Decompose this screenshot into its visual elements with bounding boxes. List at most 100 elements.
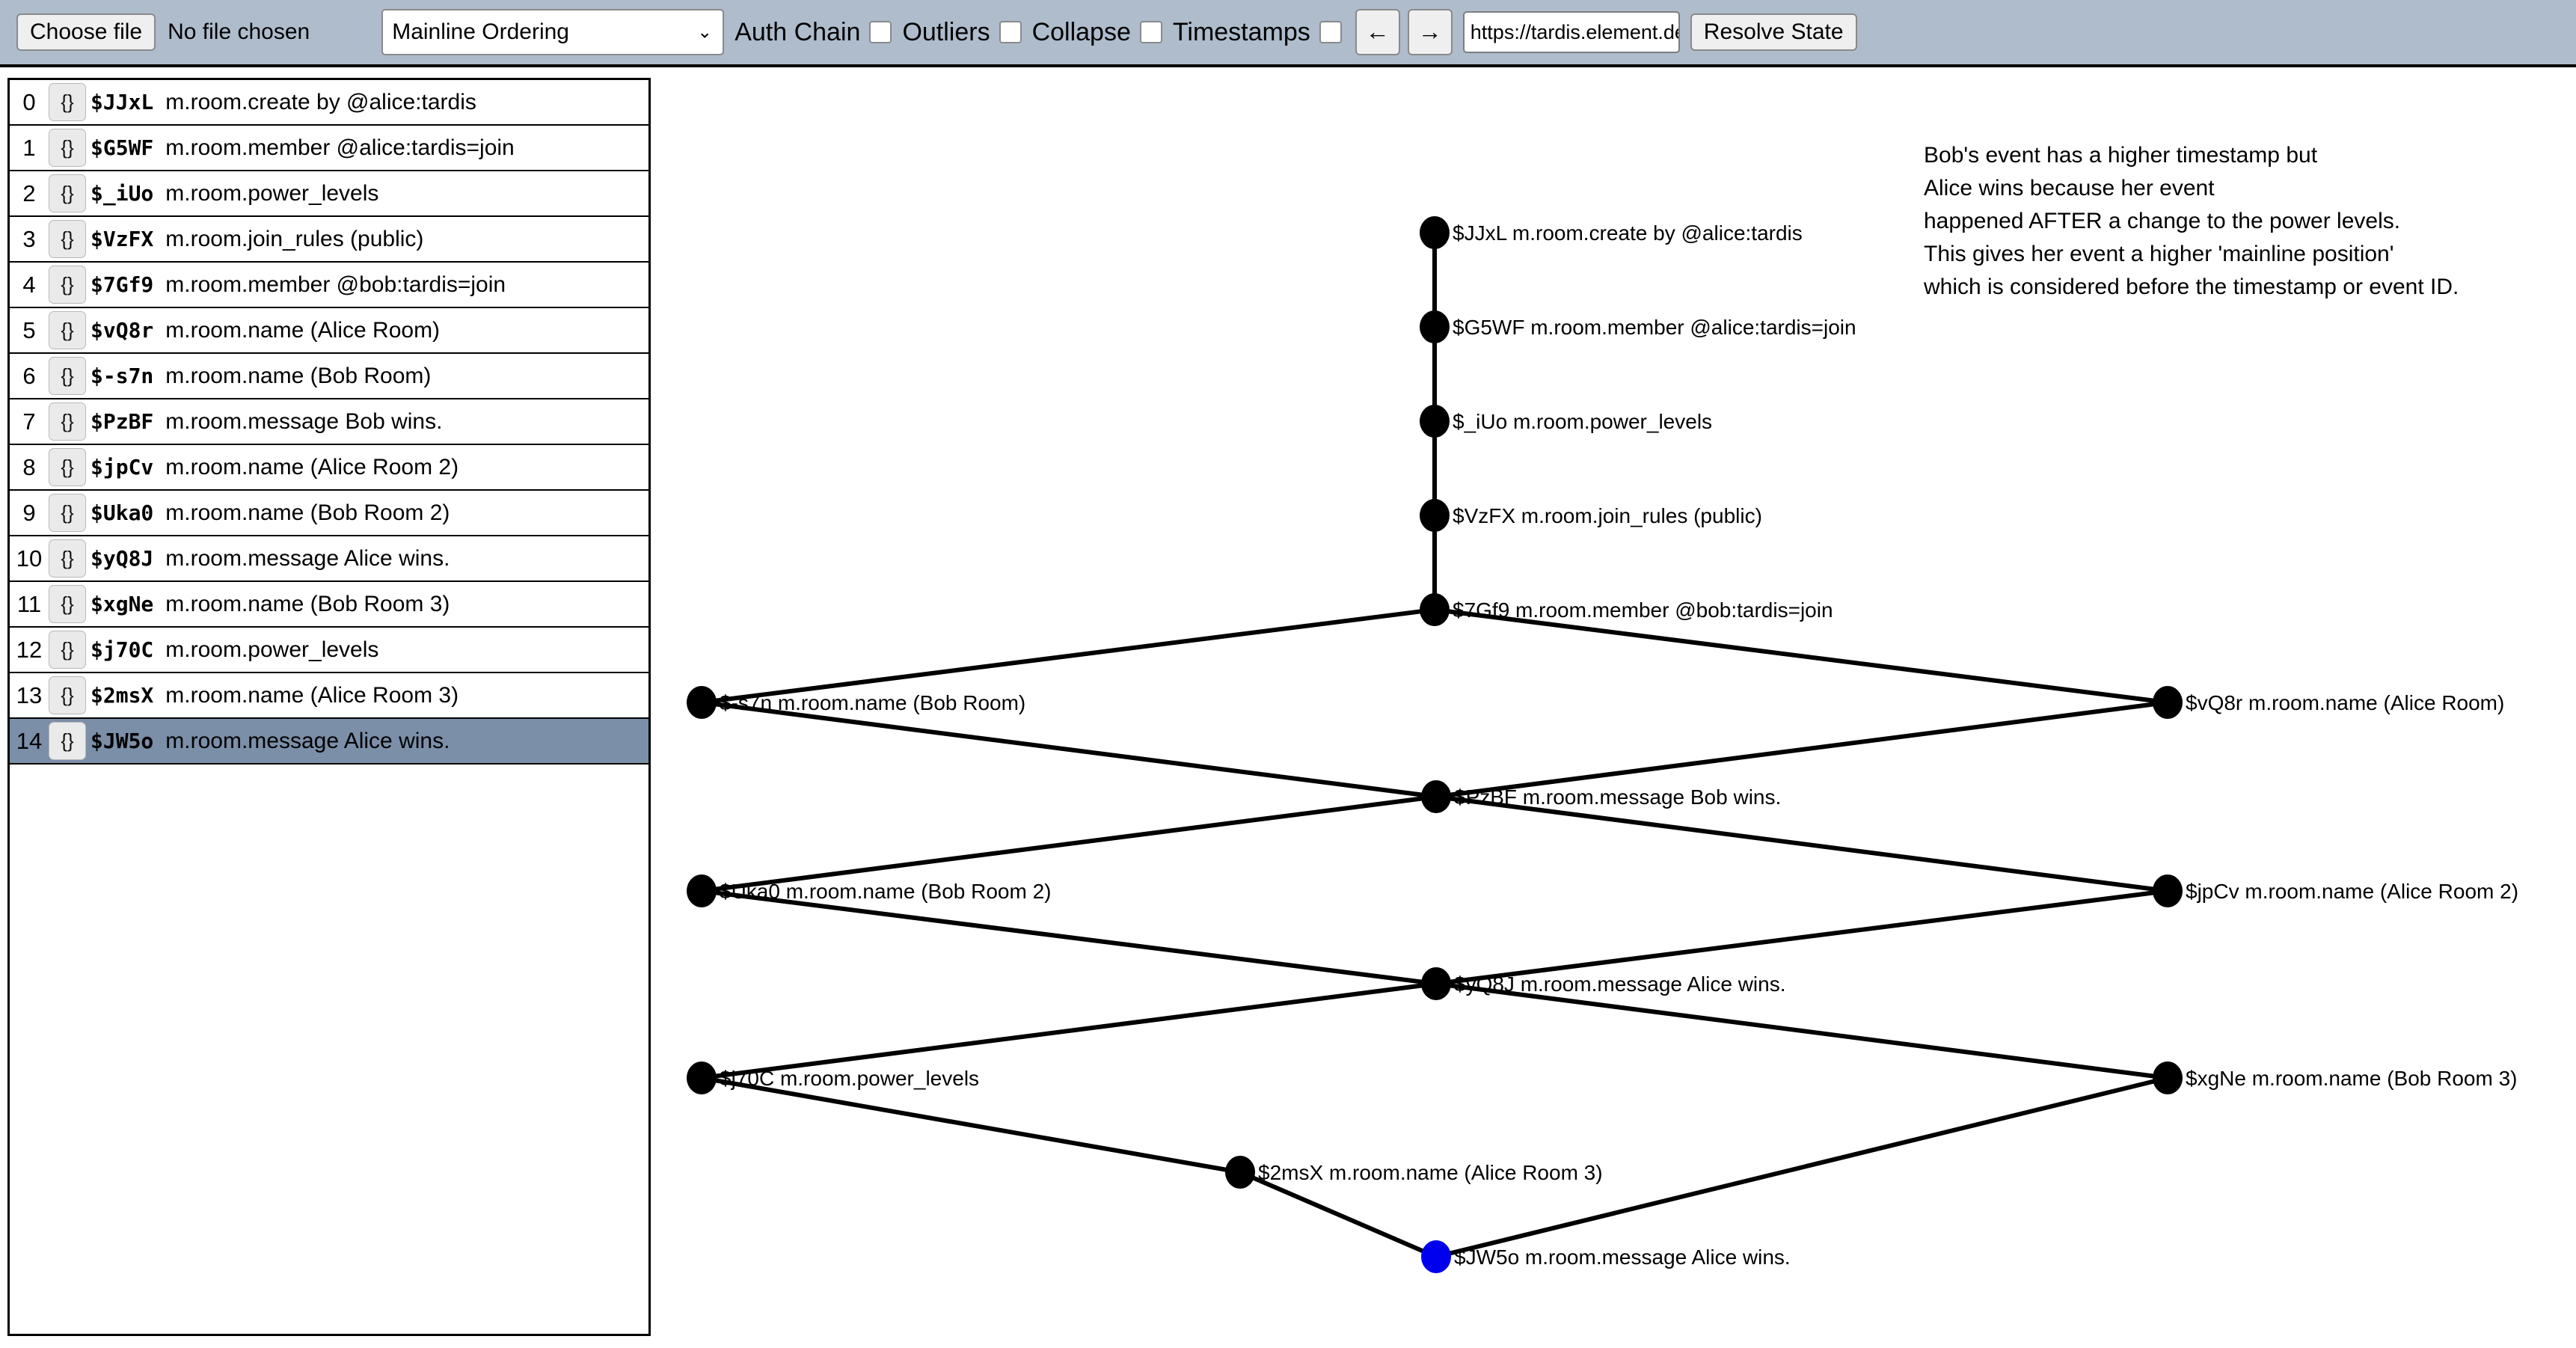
collapse-checkbox[interactable] (1139, 21, 1162, 43)
json-badge-icon[interactable]: {} (49, 83, 86, 121)
dag-node-label: $Uka0 m.room.name (Bob Room 2) (720, 880, 1052, 903)
dag-node[interactable] (1420, 216, 1450, 249)
dag-node[interactable] (1420, 499, 1450, 532)
json-badge-icon[interactable]: {} (49, 448, 86, 486)
dag-node-label: $yQ8J m.room.message Alice wins. (1454, 972, 1786, 996)
dag-edge (1435, 889, 2168, 986)
row-event-desc: m.room.power_levels (165, 637, 379, 662)
url-input[interactable]: https://tardis.element.dev (1462, 11, 1680, 53)
dag-edge (701, 1076, 1241, 1174)
json-badge-icon[interactable]: {} (49, 220, 86, 258)
row-event-desc: m.room.power_levels (165, 180, 379, 206)
row-index: 2 (22, 180, 36, 206)
row-event-id: $Uka0 (91, 500, 154, 525)
dag-node-label: $G5WF m.room.member @alice:tardis=join (1453, 316, 1856, 339)
row-index: 9 (22, 499, 36, 526)
outliers-checkbox[interactable] (999, 21, 1022, 43)
json-badge-icon[interactable]: {} (49, 311, 86, 349)
json-badge-icon[interactable]: {} (49, 402, 86, 441)
dag-node[interactable] (1420, 593, 1450, 626)
dag-node[interactable] (1421, 967, 1451, 1000)
row-index: 5 (22, 316, 36, 343)
dag-node[interactable] (2153, 1061, 2183, 1094)
json-badge-icon[interactable]: {} (49, 357, 86, 395)
row-event-id: $j70C (91, 637, 154, 662)
annotation-block: Bob's event has a higher timestamp butAl… (1923, 143, 2459, 299)
dag-node[interactable] (687, 1061, 717, 1094)
json-badge-icon[interactable]: {} (49, 676, 86, 714)
dag-node[interactable] (1420, 405, 1450, 438)
forward-arrow-icon[interactable]: → (1407, 9, 1453, 55)
json-badge-icon[interactable]: {} (49, 539, 86, 578)
row-index: 3 (22, 225, 36, 252)
dag-node[interactable] (1225, 1156, 1255, 1189)
json-badge-icon[interactable]: {} (49, 722, 86, 760)
row-event-id: $2msX (91, 683, 154, 708)
dag-edge (1435, 981, 2168, 1080)
row-event-desc: m.room.member @bob:tardis=join (165, 272, 506, 297)
timestamps-checkbox[interactable] (1319, 21, 1342, 43)
auth-chain-checkbox[interactable] (869, 21, 892, 43)
annotation-line: Bob's event has a higher timestamp but (1924, 143, 2318, 168)
dag-node[interactable] (687, 686, 717, 719)
chevron-down-icon: ⌄ (697, 22, 713, 43)
dag-node[interactable] (687, 874, 717, 907)
json-badge-icon[interactable]: {} (49, 174, 86, 212)
json-badge-icon[interactable]: {} (49, 494, 86, 532)
json-badge-icon[interactable]: {} (49, 585, 86, 623)
dag-node[interactable] (1420, 310, 1450, 343)
json-badge-icon[interactable]: {} (49, 631, 86, 669)
row-event-id: $VzFX (91, 227, 154, 251)
choose-file-button[interactable]: Choose file (16, 13, 156, 51)
outliers-label: Outliers (902, 17, 990, 46)
dag-svg: $JJxL m.room.create by @alice:tardis$G5W… (687, 143, 2518, 1273)
row-event-desc: m.room.message Alice wins. (165, 545, 450, 571)
row-event-id: $vQ8r (91, 318, 154, 343)
dag-node[interactable] (1421, 780, 1451, 813)
dag-node[interactable] (1421, 1240, 1451, 1273)
dag-edge (701, 607, 1435, 705)
row-index: 11 (16, 590, 42, 617)
row-index: 7 (22, 408, 36, 435)
dag-node-label: $-s7n m.room.name (Bob Room) (720, 691, 1025, 714)
row-index: 0 (22, 88, 36, 115)
dag-node[interactable] (2153, 686, 2183, 719)
dag-node-label: $PzBF m.room.message Bob wins. (1454, 785, 1781, 809)
json-badge-icon[interactable]: {} (49, 129, 86, 167)
dag-node-label: $VzFX m.room.join_rules (public) (1453, 504, 1762, 527)
dag-node-label: $JW5o m.room.message Alice wins. (1454, 1246, 1791, 1269)
dag-node[interactable] (2153, 874, 2183, 907)
back-arrow-icon[interactable]: ← (1355, 9, 1400, 55)
dag-edge (1239, 1170, 1438, 1259)
row-index: 6 (22, 362, 36, 389)
json-badge-icon[interactable]: {} (49, 266, 86, 304)
resolve-state-button[interactable]: Resolve State (1690, 13, 1857, 51)
ordering-select[interactable]: Mainline Ordering ⌄ (381, 9, 725, 55)
row-event-id: $jpCv (91, 455, 154, 480)
row-event-desc: m.room.name (Bob Room) (165, 363, 432, 388)
no-file-chosen-label: No file chosen (168, 19, 310, 44)
